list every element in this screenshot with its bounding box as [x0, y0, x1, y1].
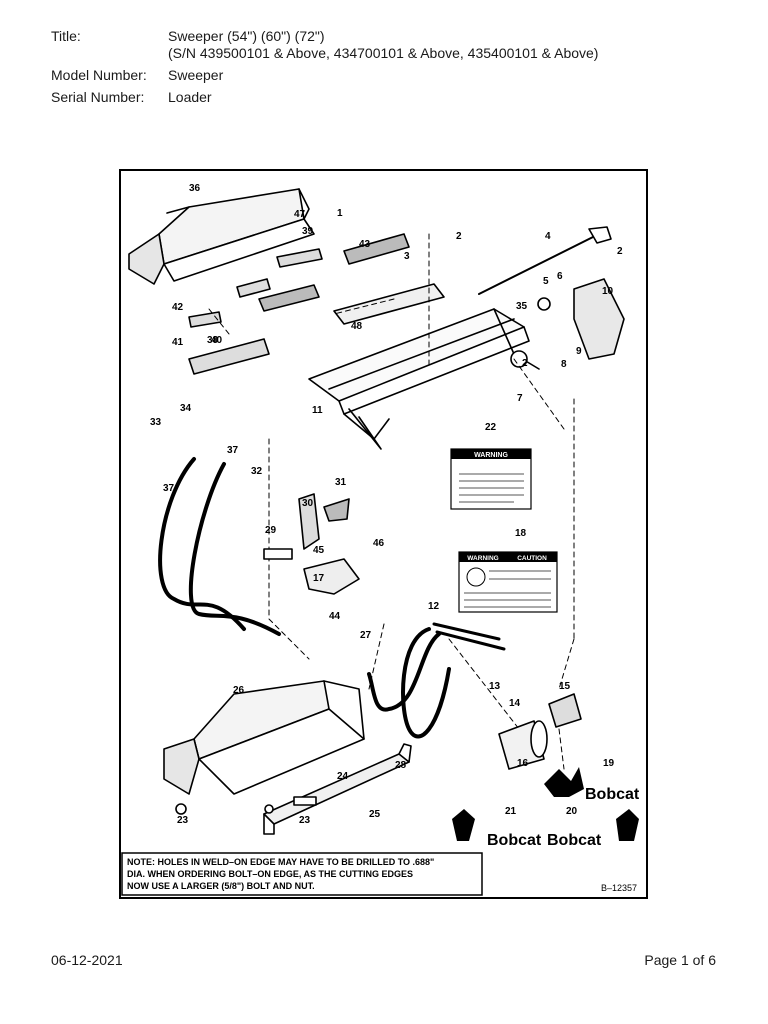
- part-callout-32: 32: [251, 466, 263, 477]
- part-callout-4: 4: [545, 231, 551, 242]
- part-callout-11: 11: [312, 405, 323, 416]
- part-callout-43: 43: [359, 239, 371, 250]
- part-callout-27: 27: [360, 630, 372, 641]
- part-callout-9: 9: [576, 346, 582, 357]
- part-callout-20: 20: [566, 806, 578, 817]
- print-date: 06-12-2021: [51, 952, 123, 968]
- part-callout-30: 30: [302, 498, 314, 509]
- page-indicator: Page 1 of 6: [644, 952, 716, 968]
- part-callout-41: 41: [172, 337, 184, 348]
- part-callout-1: 1: [337, 208, 343, 219]
- part-callout-44: 44: [329, 611, 341, 622]
- decal-18-heading-2: CAUTION: [517, 555, 547, 562]
- part-callout-38: 38: [207, 335, 219, 346]
- part-callout-31: 31: [335, 477, 347, 488]
- part-callout-5: 5: [543, 276, 549, 287]
- part-callout-35: 35: [516, 301, 528, 312]
- part-callout-40: 40: [211, 335, 223, 346]
- part-callout-46: 46: [373, 538, 385, 549]
- bobcat-logo-19: Bobcat: [544, 767, 640, 803]
- part-callout-16: 16: [517, 758, 529, 769]
- part-callout-8: 8: [561, 359, 567, 370]
- part-callout-42: 42: [172, 302, 184, 313]
- part-callout-47: 47: [294, 209, 306, 220]
- part-callout-17: 17: [313, 573, 325, 584]
- part-callout-45: 45: [313, 545, 325, 556]
- model-number-value: Sweeper: [168, 67, 224, 83]
- part-callout-18: 18: [515, 528, 527, 539]
- warning-decal-22: WARNING: [450, 448, 532, 510]
- warning-caution-decal-18: WARNING CAUTION: [458, 551, 558, 613]
- part-callout-36: 36: [189, 183, 201, 194]
- brand-text-20: Bobcat: [547, 832, 602, 849]
- part-callout-21: 21: [505, 806, 517, 817]
- note-line-2: DIA. WHEN ORDERING BOLT–ON EDGE, AS THE …: [127, 869, 413, 879]
- part-callout-25: 25: [369, 809, 381, 820]
- part-callout-15: 15: [559, 681, 571, 692]
- part-callout-26: 26: [233, 685, 245, 696]
- part-callout-6: 6: [557, 271, 563, 282]
- part-callout-7: 7: [517, 393, 523, 404]
- note-line-3: NOW USE A LARGER (5/8") BOLT AND NUT.: [127, 881, 315, 891]
- part-callout-12: 12: [428, 601, 440, 612]
- part-callout-23: 23: [299, 815, 311, 826]
- part-callout-23: 23: [177, 815, 189, 826]
- note-line-1: NOTE: HOLES IN WELD–ON EDGE MAY HAVE TO …: [127, 857, 434, 867]
- brand-text-19: Bobcat: [585, 786, 640, 803]
- part-callout-2: 2: [617, 246, 623, 257]
- decal-22-heading: WARNING: [474, 452, 508, 459]
- part-callout-39: 39: [302, 226, 314, 237]
- part-callout-13: 13: [489, 681, 501, 692]
- part-callout-37: 37: [227, 445, 239, 456]
- part-callout-10: 10: [602, 286, 614, 297]
- part-callout-2: 2: [456, 231, 462, 242]
- bobcat-logo-21: Bobcat: [452, 809, 542, 849]
- parts-diagram: WARNING WARNING CAUTION Bobcat Bobcat: [119, 169, 648, 899]
- serial-number-value: Loader: [168, 89, 212, 105]
- title-label: Title:: [51, 28, 81, 44]
- bobcat-logo-20: Bobcat: [547, 809, 639, 849]
- part-callout-48: 48: [351, 321, 363, 332]
- figure-id: B–12357: [601, 883, 637, 893]
- part-callout-3: 3: [404, 251, 410, 262]
- part-callout-28: 28: [395, 760, 407, 771]
- decal-18-heading-1: WARNING: [467, 555, 498, 562]
- part-callout-19: 19: [603, 758, 615, 769]
- serial-number-label: Serial Number:: [51, 89, 145, 105]
- part-callout-29: 29: [265, 525, 277, 536]
- title-value-line2: (S/N 439500101 & Above, 434700101 & Abov…: [168, 45, 599, 61]
- part-callout-33: 33: [150, 417, 162, 428]
- drilling-note: NOTE: HOLES IN WELD–ON EDGE MAY HAVE TO …: [121, 852, 483, 896]
- part-callout-14: 14: [509, 698, 521, 709]
- part-callout-37: 37: [163, 483, 175, 494]
- part-callout-34: 34: [180, 403, 192, 414]
- brand-text-21: Bobcat: [487, 832, 542, 849]
- model-number-label: Model Number:: [51, 67, 147, 83]
- part-callout-24: 24: [337, 771, 349, 782]
- title-value-line1: Sweeper (54") (60") (72"): [168, 28, 325, 44]
- part-callout-2: 2: [522, 358, 528, 369]
- part-callout-22: 22: [485, 422, 497, 433]
